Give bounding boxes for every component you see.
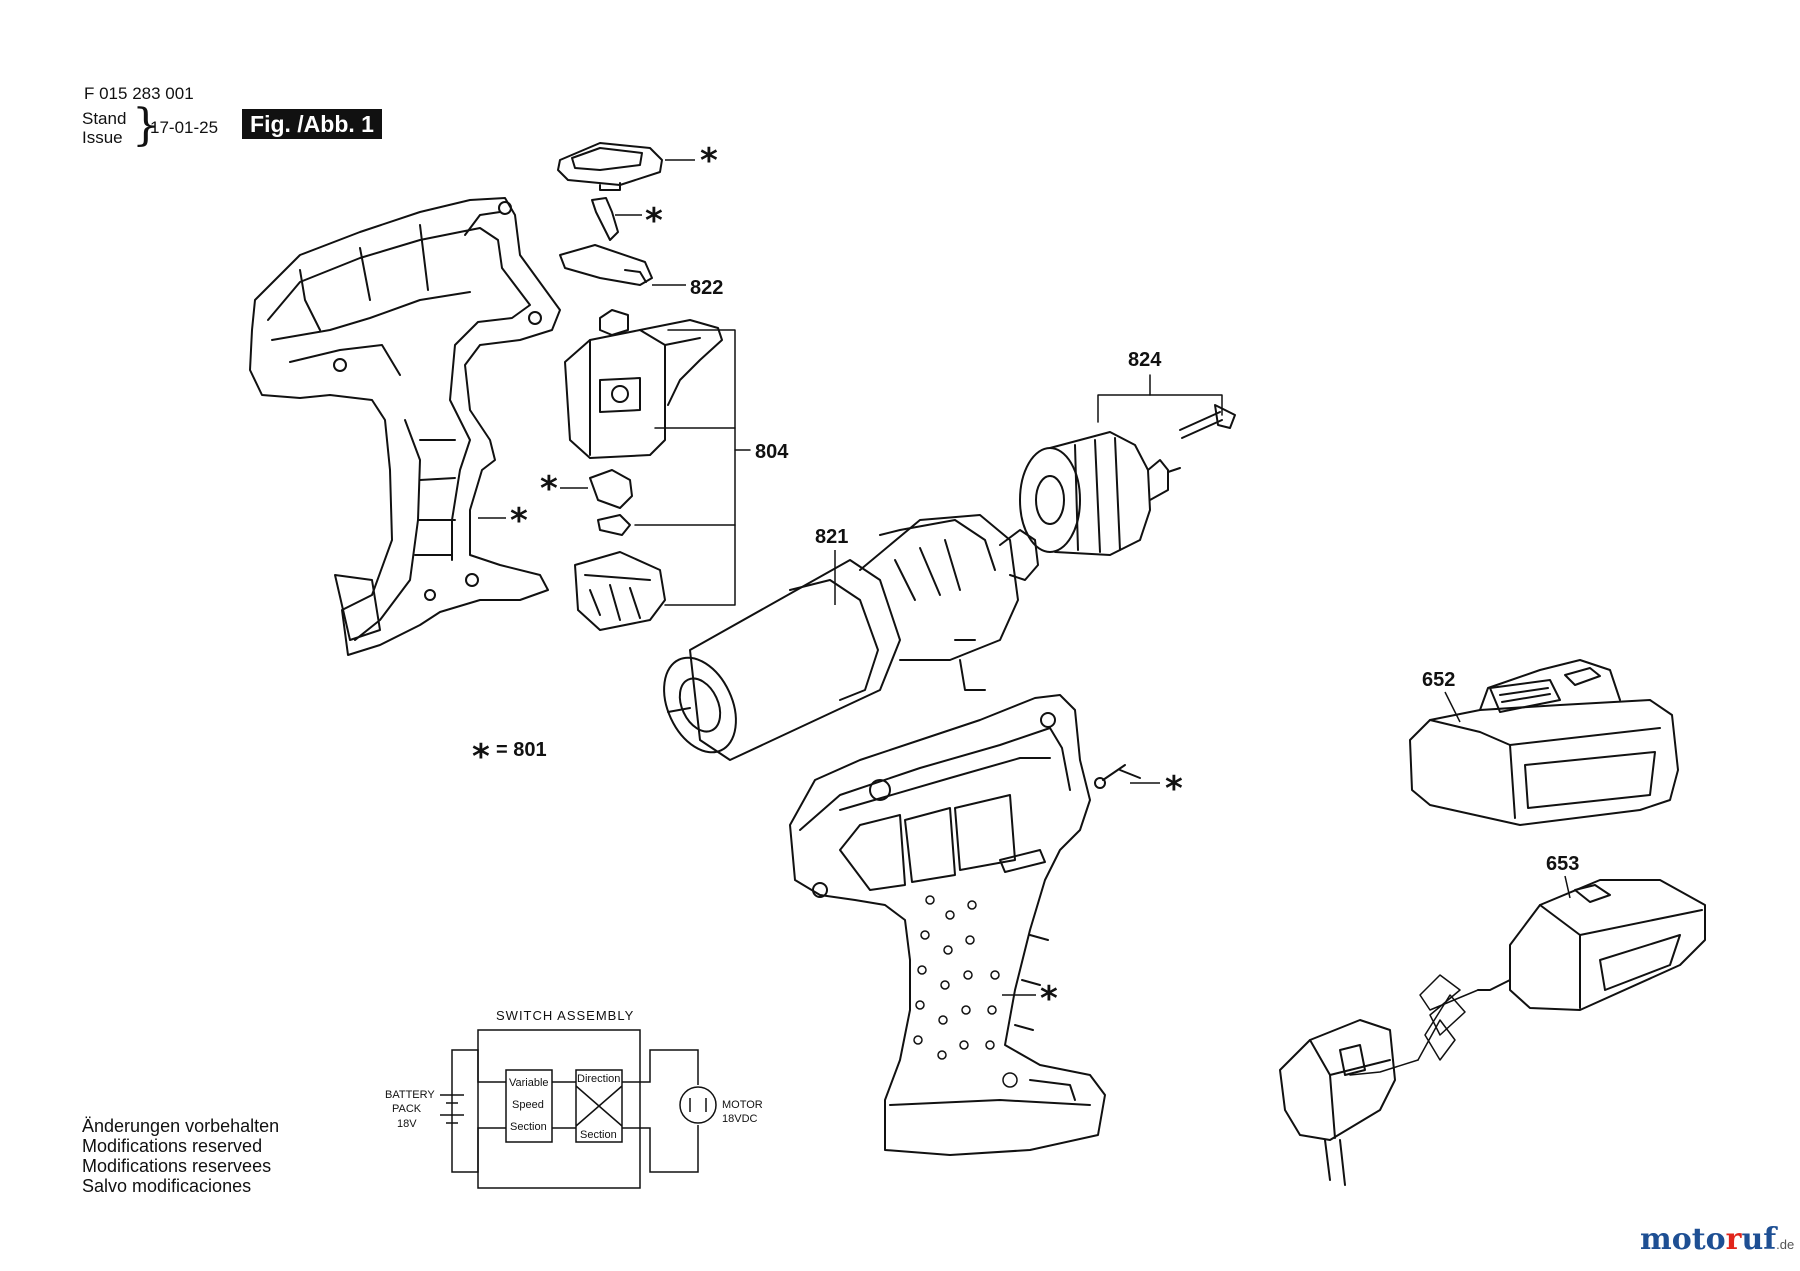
star-housing-screw: * — [1165, 769, 1183, 809]
spring-clip-part — [591, 197, 619, 241]
stand-label: Stand — [82, 109, 127, 128]
motor-label-1: MOTOR — [722, 1099, 763, 1111]
label-822: 822 — [690, 277, 723, 299]
figure-label: Fig. /Abb. 1 — [242, 109, 382, 139]
motor-symbol — [679, 1086, 717, 1124]
star-switch-cap: * — [540, 469, 558, 509]
motor-label-2: 18VDC — [722, 1113, 758, 1125]
mod-note-en: Modifications reserved — [82, 1136, 263, 1156]
bracket-824 — [1097, 374, 1223, 423]
brace-glyph: } — [132, 100, 160, 151]
bracket-804 — [634, 329, 751, 606]
switch-module-804 — [564, 309, 723, 631]
mod-note-es: Salvo modificaciones — [82, 1176, 252, 1196]
speed-label: Speed — [512, 1099, 544, 1111]
logo-part-1: moto — [1640, 1222, 1726, 1257]
section-label: Section — [510, 1121, 547, 1133]
direction-label: Direction — [577, 1073, 620, 1085]
leader-653 — [1564, 875, 1571, 899]
modification-notes: Änderungen vorbehalten Modifications res… — [82, 1116, 279, 1196]
button-cap-part — [557, 142, 663, 191]
motoruf-logo: motoruf.de — [1640, 1222, 1794, 1257]
schematic-title: SWITCH ASSEMBLY — [496, 1008, 634, 1023]
drawing-number: F 015 283 001 — [84, 84, 194, 103]
label-653: 653 — [1546, 853, 1579, 875]
issue-date: 17-01-25 — [150, 118, 219, 137]
logo-part-2: r — [1725, 1222, 1742, 1257]
leader-652 — [1444, 691, 1461, 723]
part-labels: * * 822 804 * * 824 821 * = 801 * * 652 … — [472, 141, 1579, 1019]
direction-box — [575, 1069, 623, 1143]
housing-dots — [913, 895, 1018, 1088]
mod-note-de: Änderungen vorbehalten — [82, 1116, 280, 1136]
motor-wiring-top — [622, 1049, 699, 1085]
housing-right-half — [789, 694, 1106, 1156]
power-adapter — [1279, 1019, 1396, 1186]
star-button-cap: * — [700, 141, 718, 181]
logo-part-3: uf — [1741, 1222, 1777, 1257]
direction-cross-b — [575, 1085, 623, 1127]
label-821: 821 — [815, 526, 848, 548]
switch-assembly-schematic: SWITCH ASSEMBLY BATTERY PACK 18V Variabl… — [385, 1008, 763, 1189]
stand-issue-label: Stand Issue — [82, 109, 126, 147]
motor-wiring-bottom — [622, 1125, 699, 1173]
housing-screw-part — [1094, 764, 1141, 789]
charger-cable — [1349, 974, 1479, 1076]
label-804: 804 — [755, 441, 789, 463]
issue-label: Issue — [82, 128, 123, 147]
label-824: 824 — [1128, 349, 1162, 371]
battery-wiring — [451, 1049, 506, 1173]
label-652: 652 — [1422, 669, 1455, 691]
motor-gearbox-821 — [663, 514, 1039, 761]
variable-speed-box — [505, 1069, 553, 1143]
star-legend: = 801 — [496, 739, 547, 761]
chuck-screw-part — [1179, 404, 1236, 439]
switch-assembly-box — [477, 1029, 641, 1189]
housing-left-half — [249, 197, 561, 656]
section2-label: Section — [580, 1129, 617, 1141]
slider-plate-822 — [559, 244, 653, 286]
variable-label: Variable — [509, 1077, 549, 1089]
battery-pack-652 — [1409, 659, 1679, 826]
battery-label-1: BATTERY — [385, 1089, 435, 1101]
mod-note-fr: Modifications reservees — [82, 1156, 272, 1176]
star-housing-right: * — [1040, 979, 1058, 1019]
battery-label-2: PACK — [392, 1103, 422, 1115]
charger-653 — [1477, 879, 1706, 1011]
star-spring-clip: * — [645, 201, 663, 241]
battery-label-3: 18V — [397, 1118, 417, 1130]
star-legend-star: * — [472, 737, 490, 777]
chuck-824 — [1019, 431, 1181, 556]
logo-domain: .de — [1776, 1237, 1795, 1252]
star-housing-left: * — [510, 501, 528, 541]
